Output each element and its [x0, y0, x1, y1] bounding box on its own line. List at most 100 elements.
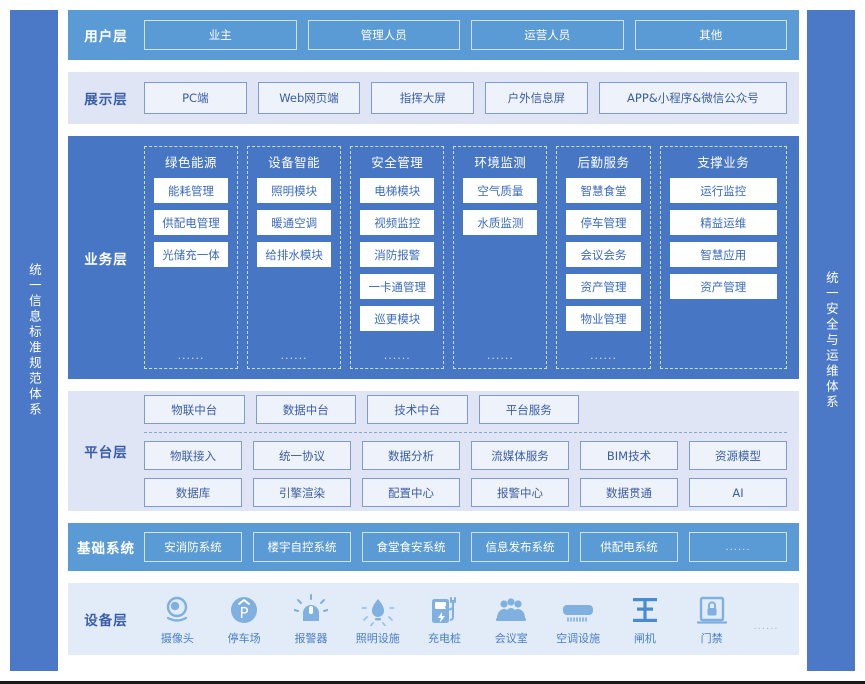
layer-business: 业务层 绿色能源 能耗管理 供配电管理 光储充一体 ...... 设备智能 照明… [68, 136, 799, 379]
access-control-icon [696, 592, 728, 626]
platform-chip[interactable]: 技术中台 [367, 395, 468, 424]
device-item-meeting-room[interactable]: 会议室 [478, 592, 545, 646]
business-item[interactable]: 水质监测 [463, 210, 538, 235]
layer-stack: 用户层 业主 管理人员 运营人员 其他 展示层 PC端 Web网页端 指挥大屏 … [68, 10, 799, 655]
camera-icon [161, 592, 193, 626]
business-item[interactable]: 精益运维 [669, 210, 777, 235]
business-item[interactable]: 运行监控 [669, 178, 777, 203]
base-chip-ellipsis: ...... [689, 532, 787, 562]
layer-user-title: 用户层 [84, 29, 128, 45]
platform-chip[interactable]: 平台服务 [478, 395, 579, 424]
business-item[interactable]: 能耗管理 [154, 178, 229, 203]
platform-chip[interactable]: 物联接入 [144, 441, 242, 470]
business-column-environment-monitoring: 环境监测 空气质量 水质监测 ...... [453, 146, 548, 369]
base-chip[interactable]: 安消防系统 [144, 532, 242, 562]
parking-icon: P [228, 592, 260, 626]
layer-base-title: 基础系统 [77, 541, 135, 557]
display-chip[interactable]: 户外信息屏 [485, 82, 588, 114]
business-item[interactable]: 智慧应用 [669, 242, 777, 267]
layer-platform-title: 平台层 [84, 445, 128, 461]
user-chip[interactable]: 业主 [144, 20, 297, 50]
layer-display: 展示层 PC端 Web网页端 指挥大屏 户外信息屏 APP&小程序&微信公众号 [68, 72, 799, 124]
business-item[interactable]: 一卡通管理 [360, 274, 435, 299]
business-item[interactable]: 停车管理 [566, 210, 641, 235]
base-chip[interactable]: 楼宇自控系统 [253, 532, 351, 562]
business-column-ellipsis: ...... [177, 349, 205, 362]
business-item[interactable]: 智慧食堂 [566, 178, 641, 203]
display-chip[interactable]: PC端 [144, 82, 247, 114]
user-chip[interactable]: 运营人员 [471, 20, 624, 50]
platform-chip[interactable]: 数据贯通 [580, 478, 678, 507]
device-item-turnstile[interactable]: 闸机 [611, 592, 678, 646]
business-column-ellipsis: ...... [486, 349, 514, 362]
business-column-green-energy: 绿色能源 能耗管理 供配电管理 光储充一体 ...... [144, 146, 239, 369]
business-item[interactable]: 会议会务 [566, 242, 641, 267]
business-column-ellipsis: ...... [590, 349, 617, 362]
business-item[interactable]: 电梯模块 [360, 178, 435, 203]
business-column-title: 设备智能 [268, 155, 321, 170]
right-sidebar-security-ops-system: 统一安全与运维体系 [807, 10, 855, 671]
device-item-air-conditioner[interactable]: 空调设施 [545, 592, 612, 646]
device-item-charging-pile[interactable]: 充电桩 [411, 592, 478, 646]
platform-row-middleware: 物联中台 数据中台 技术中台 平台服务 [144, 395, 787, 424]
platform-chip[interactable]: 数据中台 [255, 395, 356, 424]
platform-chip[interactable]: 配置中心 [362, 478, 460, 507]
business-item[interactable]: 给排水模块 [257, 242, 332, 267]
business-item[interactable]: 消防报警 [360, 242, 435, 267]
business-item[interactable]: 照明模块 [257, 178, 332, 203]
platform-chip[interactable]: 流媒体服务 [471, 441, 569, 470]
display-chip[interactable]: Web网页端 [257, 82, 361, 114]
business-item[interactable]: 资产管理 [566, 274, 641, 299]
platform-chip[interactable]: 引擎渲染 [253, 478, 351, 507]
device-item-alarm[interactable]: 报警器 [278, 592, 345, 646]
display-chip[interactable]: 指挥大屏 [371, 82, 475, 114]
device-label: 摄像头 [160, 632, 194, 645]
business-item[interactable]: 空气质量 [463, 178, 538, 203]
business-item[interactable]: 视频监控 [360, 210, 435, 235]
platform-chip[interactable]: BIM技术 [580, 441, 678, 470]
base-chip[interactable]: 供配电系统 [580, 532, 678, 562]
business-item[interactable]: 光储充一体 [154, 242, 229, 267]
platform-chip[interactable]: 报警中心 [471, 478, 569, 507]
device-item-lighting[interactable]: 照明设施 [344, 592, 411, 646]
layer-platform: 平台层 物联中台 数据中台 技术中台 平台服务 物联接入 统一协议 数据分析 流… [68, 391, 799, 511]
display-chip[interactable]: APP&小程序&微信公众号 [598, 82, 788, 114]
layer-display-title: 展示层 [84, 92, 128, 108]
business-column-device-intelligence: 设备智能 照明模块 暖通空调 给排水模块 ...... [247, 146, 342, 369]
device-item-access-control[interactable]: 门禁 [678, 592, 745, 646]
business-item[interactable]: 暖通空调 [257, 210, 332, 235]
base-chip[interactable]: 食堂食安系统 [362, 532, 460, 562]
layer-base-system: 基础系统 安消防系统 楼宇自控系统 食堂食安系统 信息发布系统 供配电系统 ..… [68, 523, 799, 571]
device-label: 空调设施 [556, 632, 601, 645]
platform-chip[interactable]: 物联中台 [144, 395, 245, 424]
layer-device: 设备层 摄像头 [68, 583, 799, 655]
user-chip[interactable]: 管理人员 [307, 20, 460, 50]
layer-base-items: 安消防系统 楼宇自控系统 食堂食安系统 信息发布系统 供配电系统 ...... [144, 532, 799, 562]
platform-chip[interactable]: 数据分析 [362, 441, 460, 470]
business-item[interactable]: 物业管理 [566, 306, 641, 331]
business-column-ellipsis: ...... [280, 349, 308, 362]
platform-chip[interactable]: 统一协议 [253, 441, 351, 470]
lighting-icon [361, 592, 395, 626]
platform-chip[interactable]: 资源模型 [689, 441, 787, 470]
business-item[interactable]: 资产管理 [669, 274, 777, 299]
business-item[interactable]: 巡更模块 [360, 306, 435, 331]
device-label: 报警器 [294, 632, 328, 645]
business-item[interactable]: 供配电管理 [154, 210, 229, 235]
air-conditioner-icon [560, 592, 596, 626]
layer-platform-rows: 物联中台 数据中台 技术中台 平台服务 物联接入 统一协议 数据分析 流媒体服务… [144, 386, 799, 516]
device-item-parking[interactable]: P 停车场 [211, 592, 278, 646]
user-chip[interactable]: 其他 [634, 20, 787, 50]
device-label: 闸机 [633, 632, 656, 645]
platform-chip[interactable]: 数据库 [144, 478, 242, 507]
business-column-title: 绿色能源 [165, 155, 218, 170]
right-sidebar-label: 统一安全与运维体系 [823, 270, 839, 411]
base-chip[interactable]: 信息发布系统 [471, 532, 569, 562]
device-label: 门禁 [700, 632, 723, 645]
platform-chip[interactable]: AI [689, 478, 787, 507]
left-sidebar-standard-system: 统一信息标准规范体系 [10, 10, 58, 671]
charging-pile-icon [428, 592, 462, 626]
device-item-camera[interactable]: 摄像头 [144, 592, 211, 646]
layer-device-title: 设备层 [84, 613, 128, 629]
